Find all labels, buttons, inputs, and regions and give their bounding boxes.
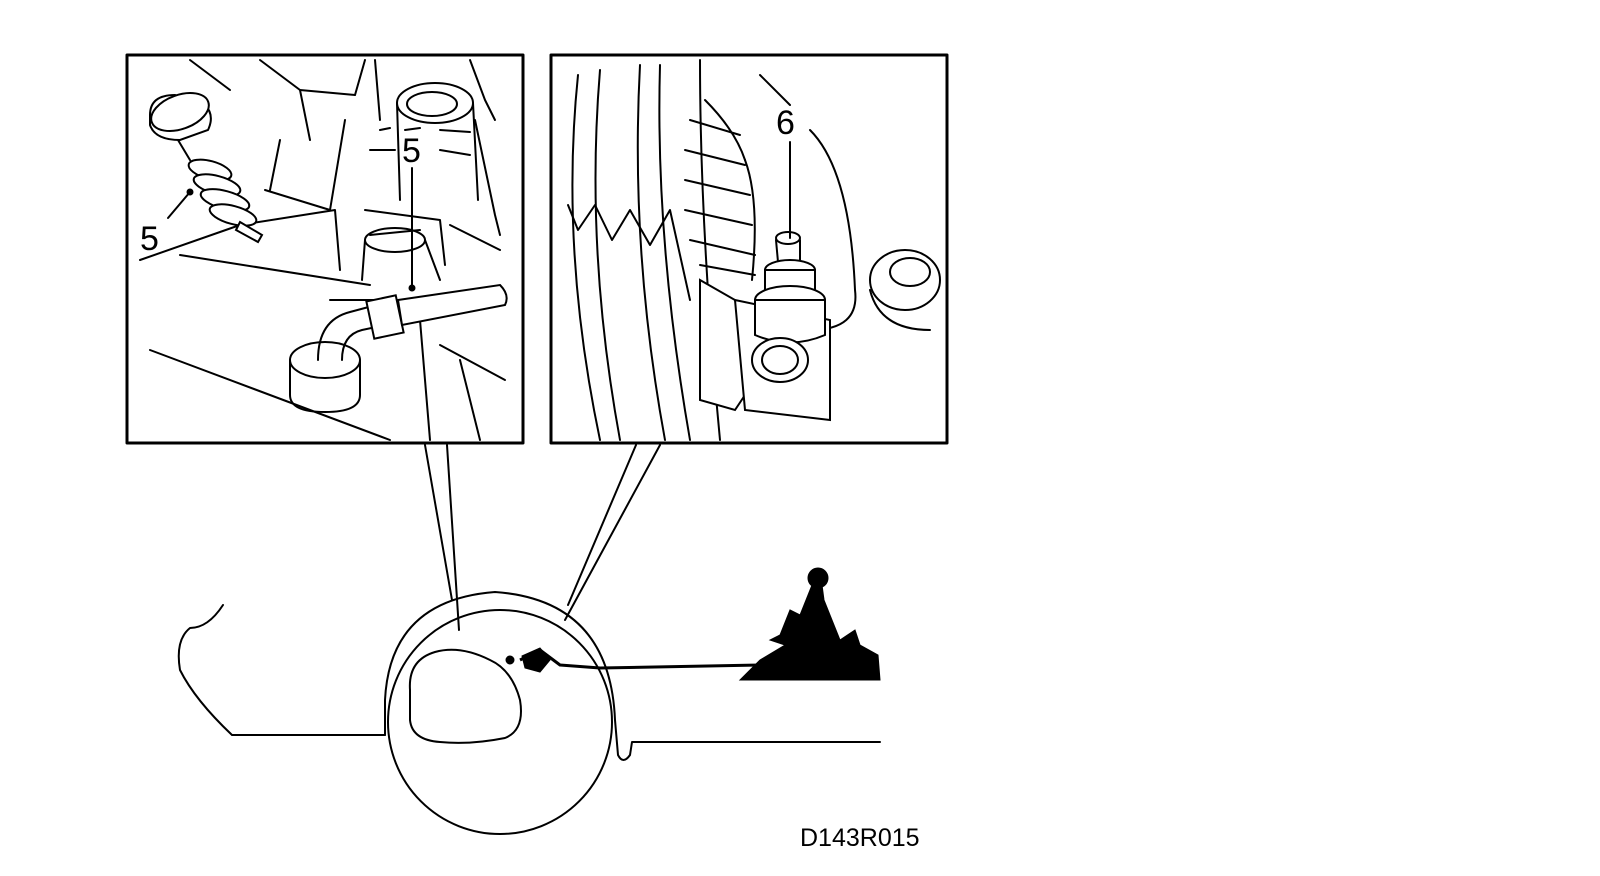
figure-code: D143R015 (800, 824, 920, 852)
left-inset (125, 53, 525, 445)
label-5-top: 5 (402, 132, 421, 170)
bleeder-silhouette (738, 567, 881, 681)
bleed-screw-boot (149, 92, 264, 244)
label-6: 6 (776, 104, 795, 142)
right-inset (549, 53, 949, 445)
label-5-left: 5 (140, 220, 159, 258)
vehicle-overview (177, 567, 881, 835)
